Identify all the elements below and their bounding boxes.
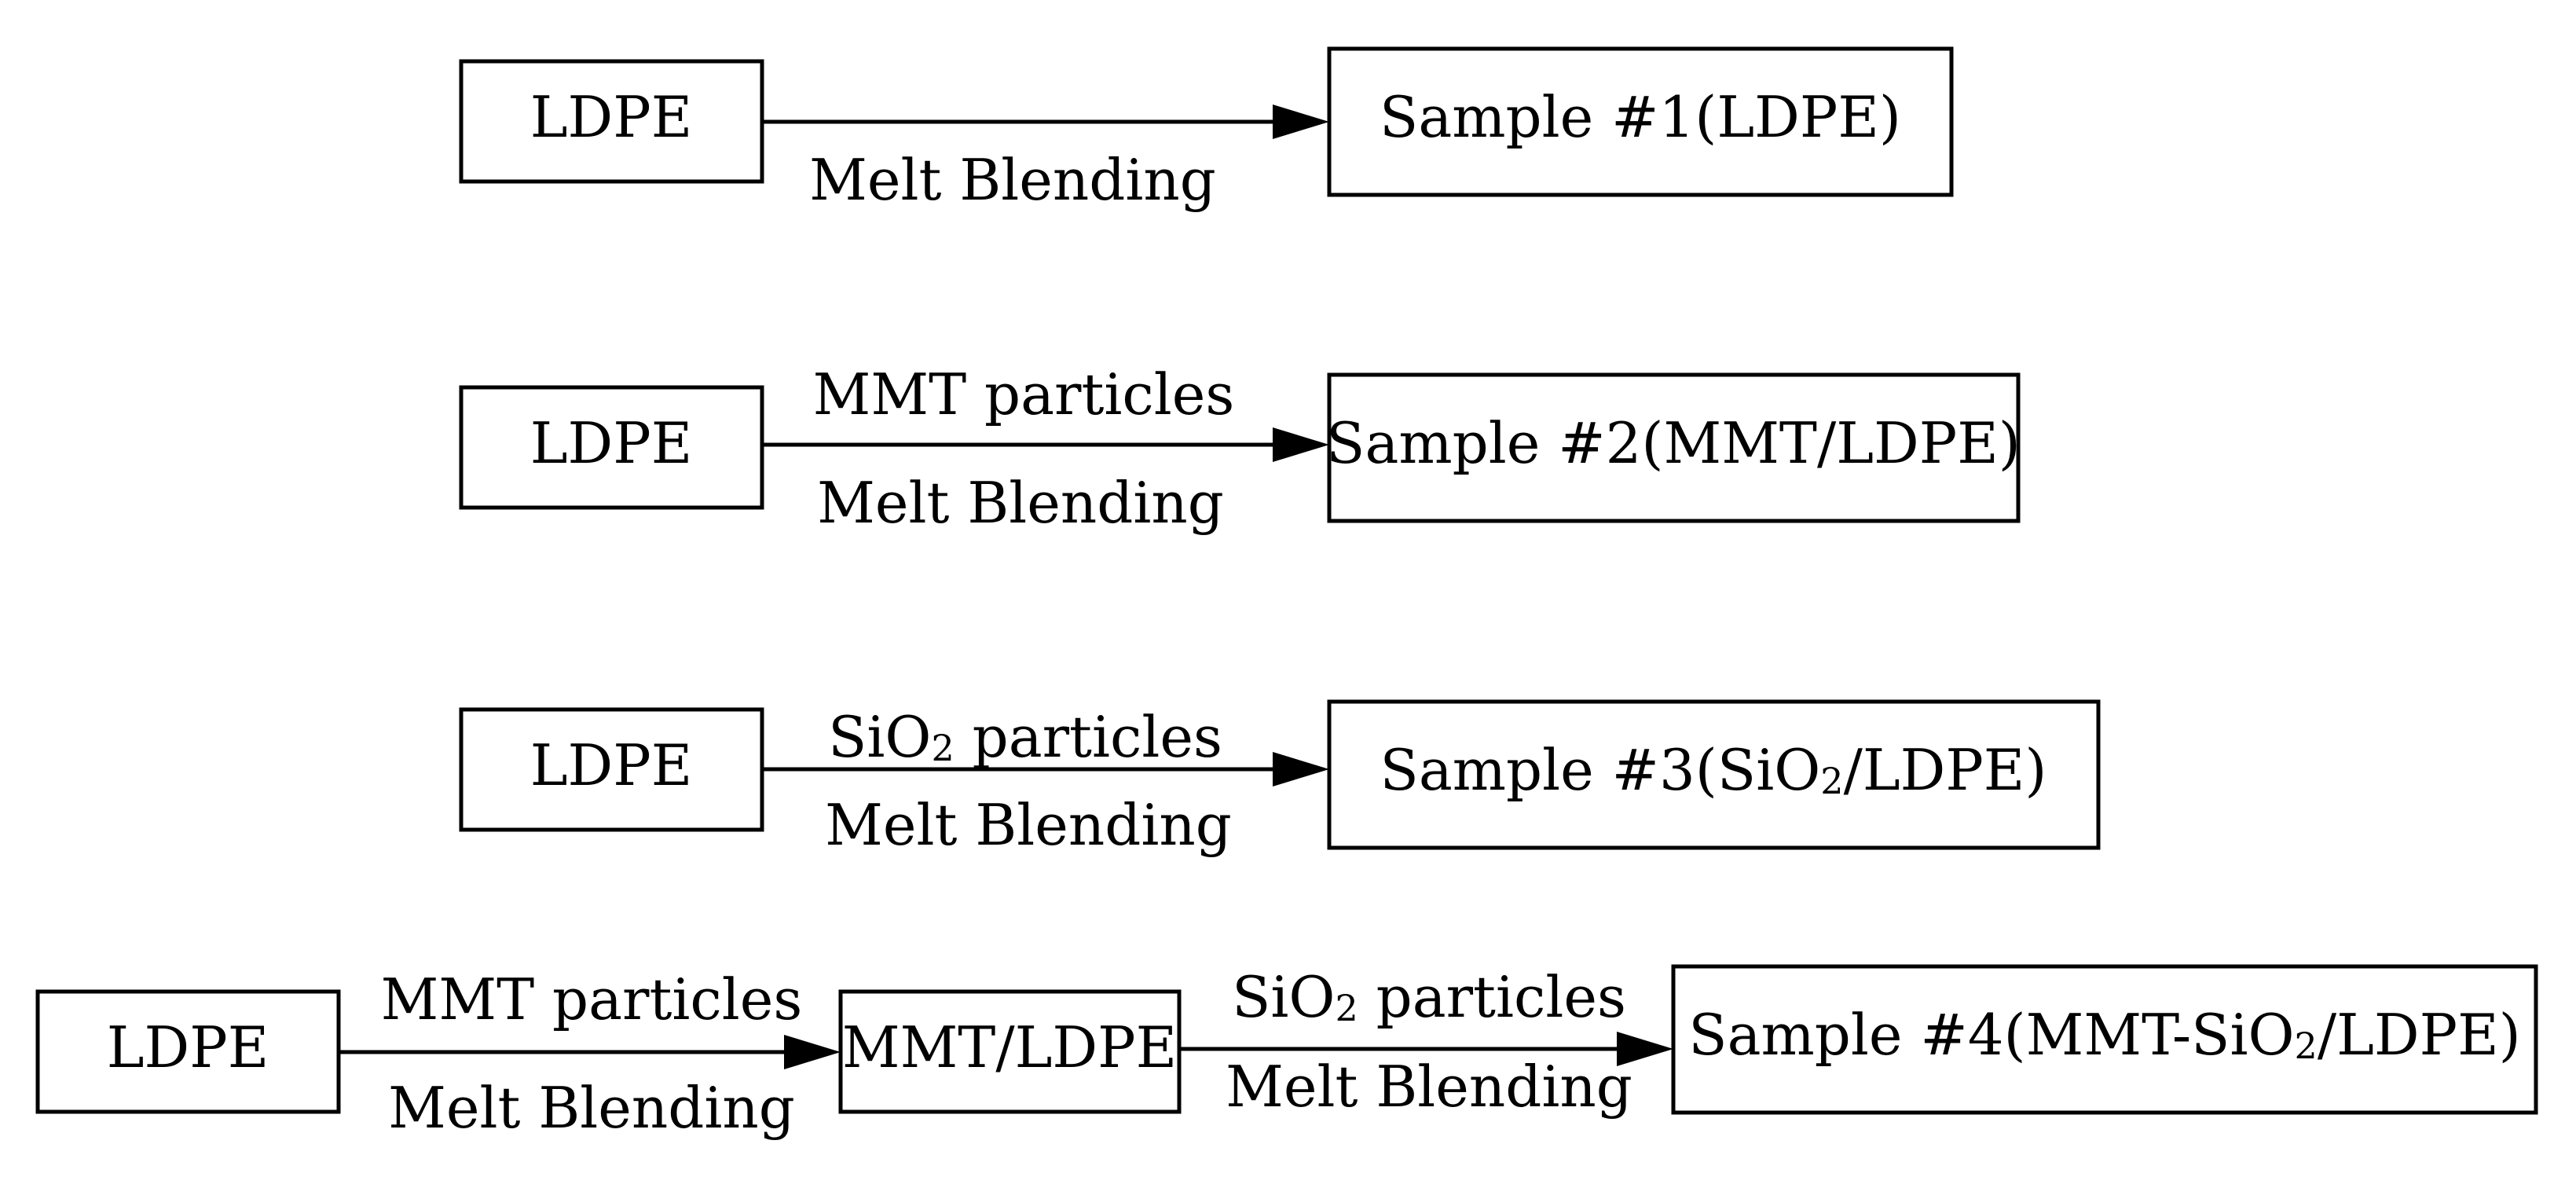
- additive-label-4a: MMT particles: [381, 966, 803, 1032]
- flow-row-4: LDPE MMT particles Melt Blending MMT/LDP…: [35, 964, 2538, 1141]
- mmt-ldpe-box: [838, 989, 1182, 1114]
- sample-4-label: Sample #4(MMT-SiO2/LDPE): [1688, 1002, 2520, 1068]
- sample-3-label: Sample #3(SiO2/LDPE): [1380, 737, 2047, 803]
- flow-row-2: LDPE MMT particles Melt Blending Sample …: [459, 361, 2021, 536]
- ldpe-label-2: LDPE: [530, 410, 693, 476]
- sample-3-box: [1327, 699, 2101, 850]
- additive-label-3: SiO2 particles: [828, 704, 1222, 770]
- additive-label-4b: SiO2 particles: [1232, 964, 1626, 1030]
- ldpe-label-1: LDPE: [530, 84, 693, 150]
- sample-1-label: Sample #1(LDPE): [1380, 84, 1901, 150]
- arrow-head-2: [1273, 427, 1329, 462]
- additive-label-2: MMT particles: [813, 361, 1235, 427]
- ldpe-label-3: LDPE: [530, 732, 693, 798]
- sample-2-box: [1327, 372, 2021, 523]
- ldpe-label-4: LDPE: [107, 1014, 269, 1080]
- mmt-ldpe-label: MMT/LDPE: [842, 1014, 1177, 1080]
- sample-4-box: [1671, 964, 2538, 1115]
- arrow-head-1: [1273, 104, 1329, 139]
- process-label-4a: Melt Blending: [388, 1075, 795, 1141]
- sample-1-box: [1327, 46, 1954, 197]
- arrow-head-4b: [1617, 1032, 1673, 1066]
- ldpe-box-2: [459, 385, 764, 510]
- sample-2-label: Sample #2(MMT/LDPE): [1326, 410, 2021, 476]
- flow-row-3: LDPE SiO2 particles Melt Blending Sample…: [459, 699, 2101, 858]
- process-label-1: Melt Blending: [809, 147, 1216, 213]
- process-label-3: Melt Blending: [825, 792, 1232, 858]
- flow-row-1: LDPE Melt Blending Sample #1(LDPE): [459, 46, 1954, 213]
- arrow-head-4a: [784, 1035, 841, 1069]
- ldpe-box-1: [459, 59, 764, 184]
- process-label-4b: Melt Blending: [1226, 1054, 1632, 1120]
- process-label-2: Melt Blending: [817, 470, 1224, 536]
- arrow-head-3: [1273, 752, 1329, 786]
